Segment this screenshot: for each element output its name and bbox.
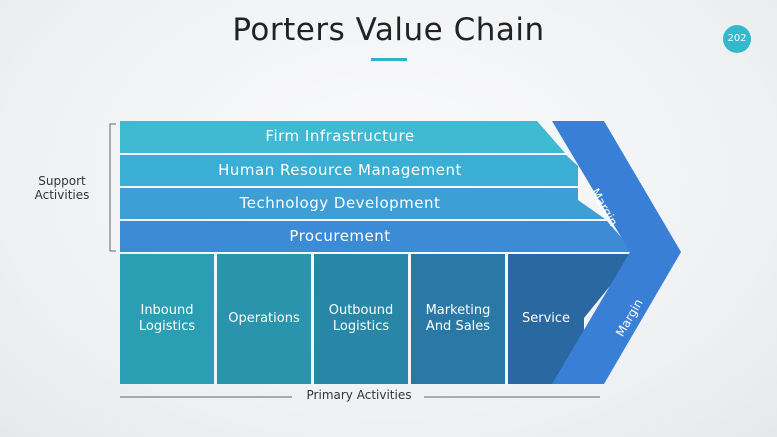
cell-label-service: Service bbox=[521, 311, 571, 326]
support-bracket bbox=[109, 123, 116, 252]
band-label-technology-development: Technology Development bbox=[239, 194, 441, 212]
cell-marketing-and-sales bbox=[411, 254, 505, 384]
cell-inbound-logistics bbox=[120, 254, 214, 384]
band-label-human-resource-management: Human Resource Management bbox=[218, 161, 462, 179]
cell-label-inbound-logistics: Inbound Logistics bbox=[138, 303, 196, 334]
band-label-firm-infrastructure: Firm Infrastructure bbox=[265, 127, 415, 145]
band-firm-infrastructure bbox=[120, 121, 565, 153]
cell-label-marketing-and-sales: Marketing And Sales bbox=[425, 303, 491, 334]
cell-service bbox=[508, 254, 636, 384]
page-title: Porters Value Chain bbox=[232, 12, 545, 48]
title-underline bbox=[371, 58, 407, 61]
cell-label-outbound-logistics: Outbound Logistics bbox=[328, 303, 394, 334]
support-activities-label: Support Activities bbox=[34, 174, 90, 202]
band-human-resource-management bbox=[120, 155, 578, 186]
margin-chevron bbox=[552, 121, 681, 384]
band-technology-development bbox=[120, 188, 605, 219]
band-procurement bbox=[120, 221, 634, 252]
cell-label-operations: Operations bbox=[228, 311, 300, 326]
primary-activities-label: Primary Activities bbox=[306, 388, 412, 402]
cell-operations bbox=[217, 254, 311, 384]
page-number-badge: 202 bbox=[723, 25, 751, 53]
band-label-procurement: Procurement bbox=[289, 227, 391, 245]
cell-outbound-logistics bbox=[314, 254, 408, 384]
